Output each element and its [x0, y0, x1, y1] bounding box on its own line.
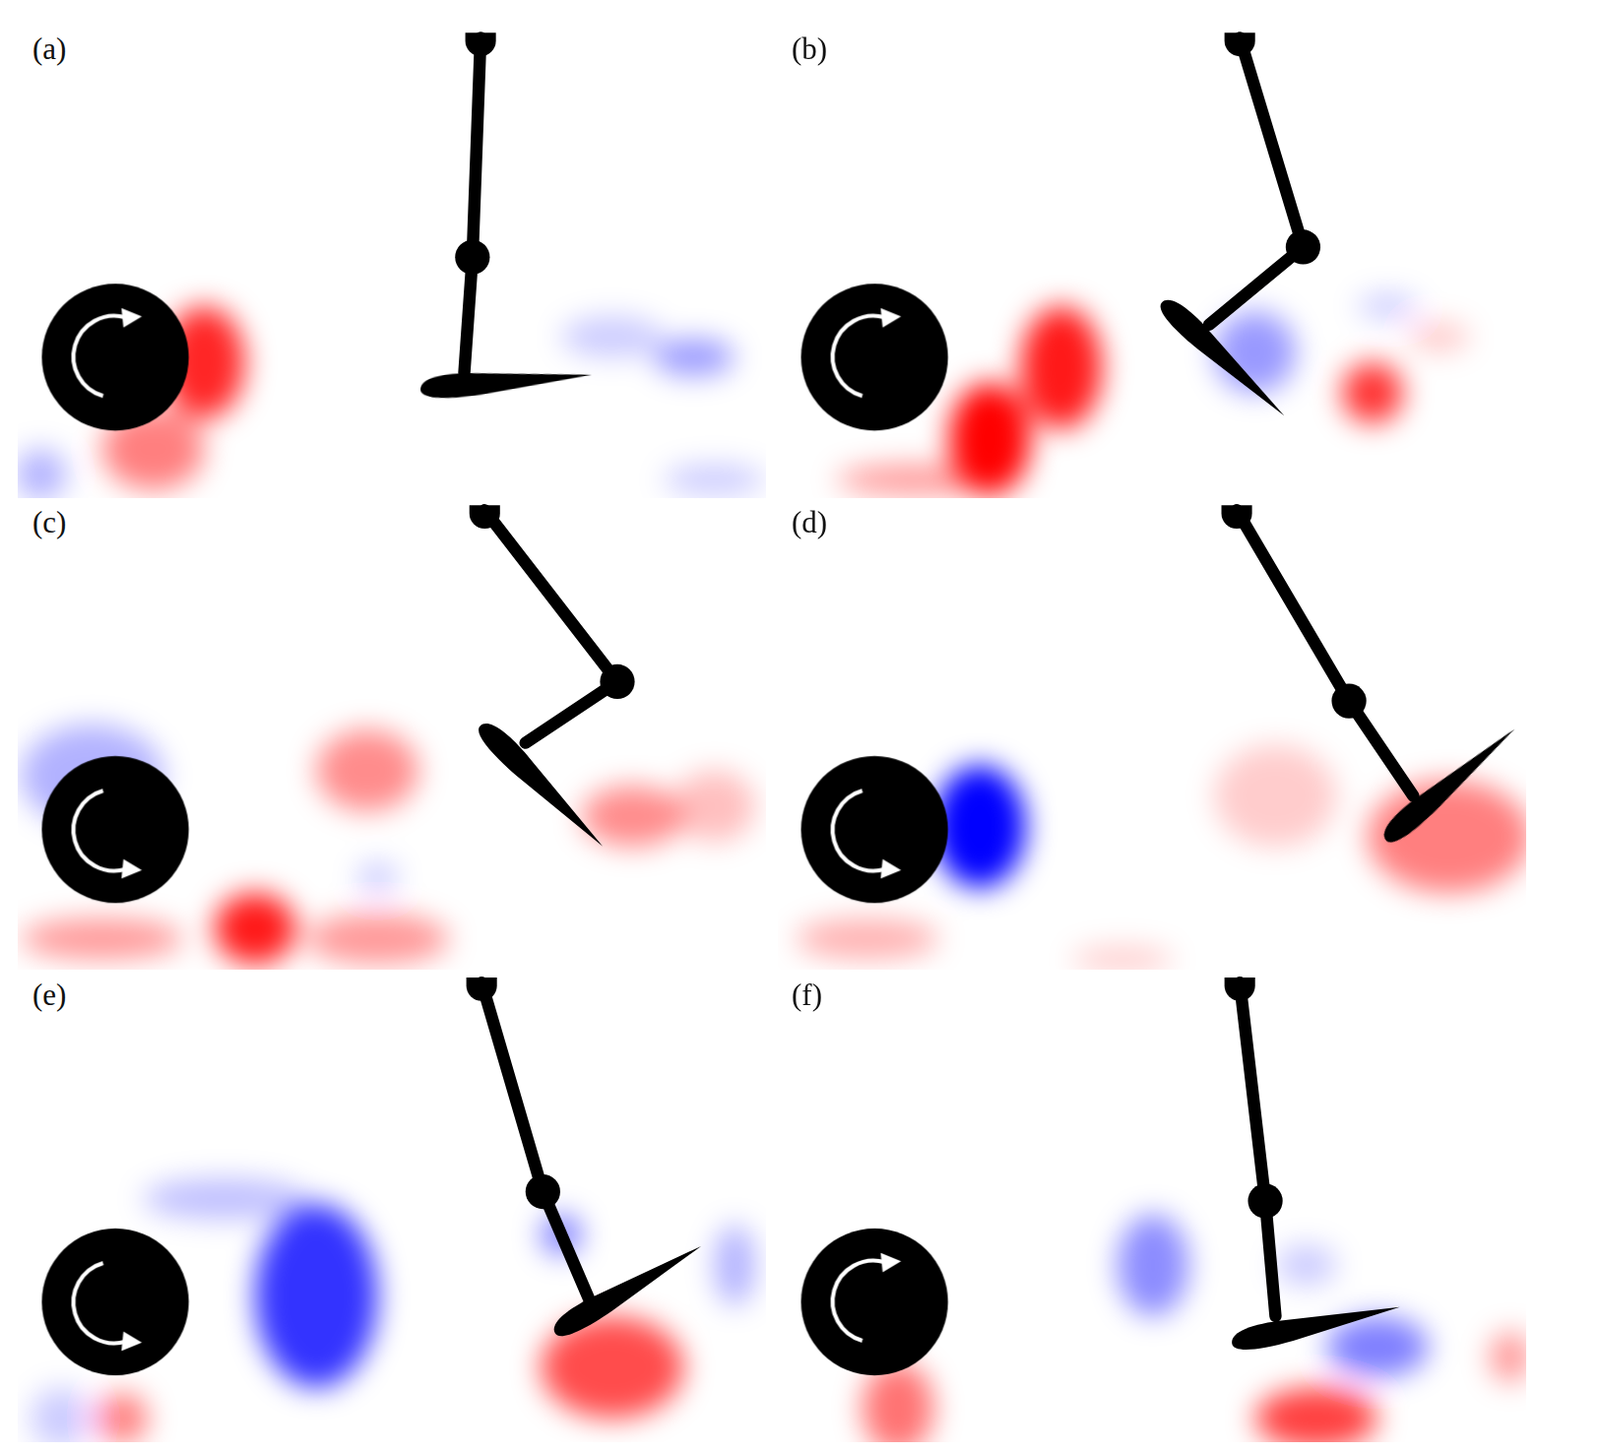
panel-label: (a): [32, 33, 66, 64]
vorticity-field: [20, 724, 756, 965]
panel-label: (e): [32, 979, 66, 1011]
panel-label: (b): [791, 33, 828, 64]
pendulum-foil: [464, 37, 1414, 1317]
joint: [454, 32, 1366, 1218]
panel-label: (d): [791, 507, 828, 538]
vorticity-field: [795, 745, 1526, 970]
panel-label: (f): [791, 979, 823, 1011]
vorticity-field: [862, 1214, 1527, 1442]
vorticity-field: [30, 1178, 756, 1442]
rotating-cylinder: [41, 283, 948, 1376]
panel-label: (c): [32, 507, 66, 538]
airfoil: [419, 293, 1524, 1354]
